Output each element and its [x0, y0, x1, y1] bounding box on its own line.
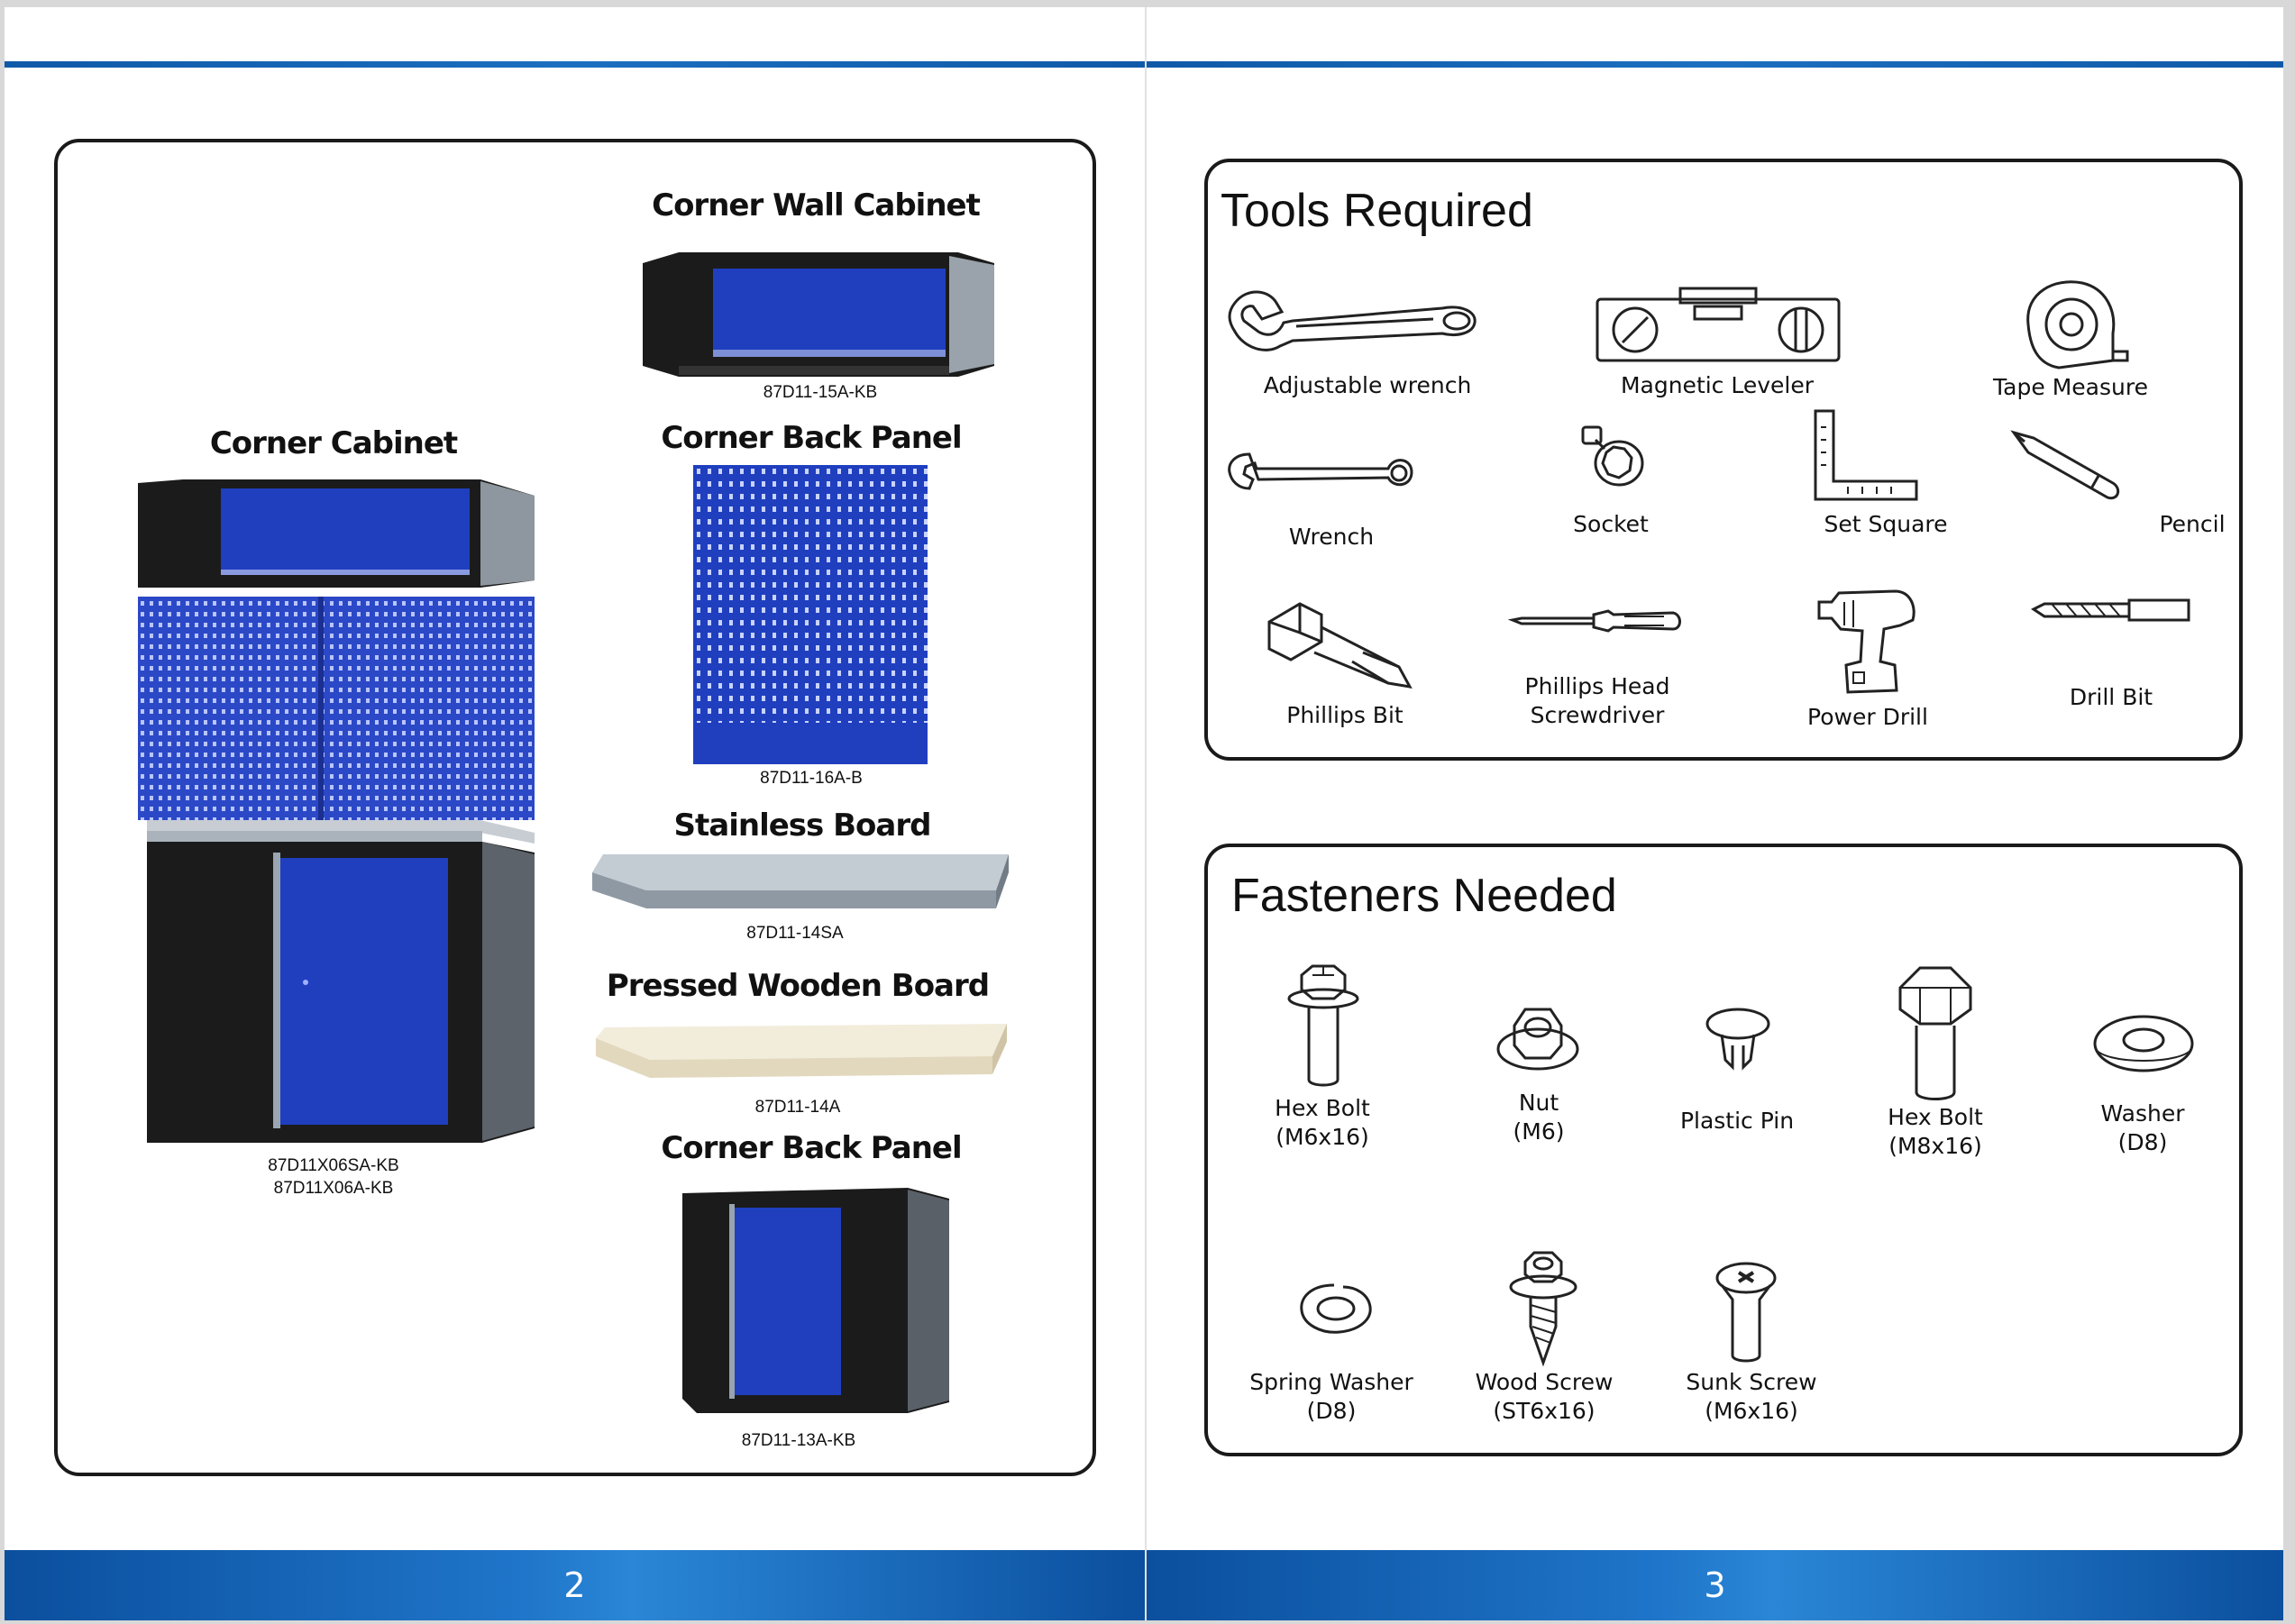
socket-icon	[1581, 425, 1644, 487]
stainless-board-image	[592, 854, 1009, 908]
adjustable-wrench-icon	[1228, 290, 1477, 351]
tool-label-screwdriver-line-1: Phillips Head	[1524, 673, 1670, 699]
page-number: 2	[563, 1565, 586, 1605]
plastic-pin-icon	[1705, 1008, 1770, 1071]
top-rule	[5, 61, 1145, 68]
top-rule	[1147, 61, 2283, 68]
tool-label-drill-bit: Drill Bit	[2069, 684, 2153, 710]
corner-cabinet-title: Corner Cabinet	[209, 425, 458, 461]
tool-label-power-drill: Power Drill	[1807, 704, 1928, 730]
page-footer: 3	[1147, 1550, 2283, 1620]
corner-cabinet-code-2: 87D11X06A-KB	[273, 1179, 394, 1198]
tool-label-pencil: Pencil	[2159, 511, 2226, 537]
corner-cabinet-code-1: 87D11X06SA-KB	[268, 1156, 399, 1175]
corner-wall-cabinet-code: 87D11-15A-KB	[763, 383, 878, 402]
corner-base-cabinet-image	[682, 1188, 949, 1413]
power-drill-icon	[1817, 589, 1916, 694]
hex-bolt-icon	[1287, 964, 1359, 1087]
drill-bit-icon	[2031, 598, 2190, 622]
page-number: 3	[1704, 1565, 1726, 1605]
tool-label-phillips-bit: Phillips Bit	[1286, 702, 1404, 728]
tool-label-tape-measure: Tape Measure	[1993, 374, 2148, 400]
tape-measure-icon	[2026, 280, 2129, 370]
page-footer: 2	[5, 1550, 1145, 1620]
nut-icon	[1496, 1008, 1579, 1071]
fastener-label-washer-line-2: (D8)	[2117, 1129, 2168, 1155]
screwdriver-icon	[1507, 609, 1681, 633]
pressed-wooden-board-code: 87D11-14A	[754, 1098, 841, 1117]
tool-label-socket: Socket	[1573, 511, 1649, 537]
tool-label-wrench: Wrench	[1288, 524, 1375, 550]
tool-label-adjustable-wrench: Adjustable wrench	[1263, 372, 1472, 398]
fastener-label-sunk-screw-line-1: Sunk Screw	[1686, 1369, 1817, 1395]
corner-back-panel-title: Corner Back Panel	[661, 420, 962, 456]
tool-label-screwdriver-line-2: Screwdriver	[1530, 702, 1665, 728]
fastener-label-hex-bolt-m6-line-1: Hex Bolt	[1275, 1095, 1370, 1121]
corner-wall-cabinet-image	[643, 252, 994, 377]
fasteners-panel	[1204, 844, 2243, 1456]
corner-back-panel-code: 87D11-16A-B	[760, 769, 863, 788]
page-2: Corner Wall Cabinet 87D11-15A-KB Corner …	[5, 7, 1145, 1620]
hex-bolt-large-icon	[1898, 966, 1972, 1100]
fastener-label-hex-bolt-m8-line-2: (M8x16)	[1888, 1133, 1982, 1159]
fastener-label-nut-line-2: (M6)	[1513, 1118, 1565, 1145]
pressed-wooden-board-title: Pressed Wooden Board	[606, 968, 990, 1004]
pressed-wooden-board-image	[596, 1024, 1007, 1078]
fastener-label-wood-screw-line-2: (ST6x16)	[1493, 1398, 1596, 1424]
phillips-bit-icon	[1267, 602, 1413, 689]
set-square-icon	[1814, 409, 1918, 501]
fastener-label-sunk-screw-line-2: (M6x16)	[1705, 1398, 1798, 1424]
sunk-screw-icon	[1715, 1262, 1777, 1363]
tool-label-magnetic-leveler: Magnetic Leveler	[1620, 372, 1815, 398]
fastener-label-hex-bolt-m8-line-1: Hex Bolt	[1888, 1104, 1983, 1130]
magnetic-leveler-icon	[1596, 287, 1841, 362]
pencil-icon	[2010, 430, 2120, 500]
tools-title: Tools Required	[1221, 185, 1533, 237]
tool-label-set-square: Set Square	[1824, 511, 1948, 537]
corner-back-panel-2-title: Corner Back Panel	[661, 1130, 962, 1166]
stainless-board-title: Stainless Board	[673, 807, 932, 844]
stainless-board-code: 87D11-14SA	[746, 924, 844, 943]
manual-spread: Corner Wall Cabinet 87D11-15A-KB Corner …	[5, 7, 2283, 1620]
corner-back-panel-2-code: 87D11-13A-KB	[741, 1431, 856, 1450]
fastener-label-hex-bolt-m6-line-2: (M6x16)	[1276, 1124, 1369, 1150]
fastener-label-washer-line-1: Washer	[2100, 1100, 2185, 1127]
fastener-label-spring-washer-line-1: Spring Washer	[1249, 1369, 1413, 1395]
page-3: Tools Required Adjustable wrench Magneti…	[1147, 7, 2283, 1620]
wood-screw-icon	[1509, 1251, 1577, 1367]
spring-washer-icon	[1300, 1283, 1372, 1334]
corner-back-panel-image	[693, 465, 928, 764]
fasteners-title: Fasteners Needed	[1231, 870, 1617, 922]
fastener-label-nut-line-1: Nut	[1518, 1090, 1559, 1116]
corner-cabinet-image	[138, 479, 535, 1143]
fastener-label-plastic-pin: Plastic Pin	[1679, 1108, 1795, 1134]
fastener-label-wood-screw-line-1: Wood Screw	[1475, 1369, 1614, 1395]
fastener-label-spring-washer-line-2: (D8)	[1306, 1398, 1357, 1424]
wrench-icon	[1228, 452, 1413, 490]
washer-icon	[2093, 1015, 2194, 1072]
spread-gutter	[1145, 7, 1147, 1620]
corner-wall-cabinet-title: Corner Wall Cabinet	[652, 187, 981, 224]
